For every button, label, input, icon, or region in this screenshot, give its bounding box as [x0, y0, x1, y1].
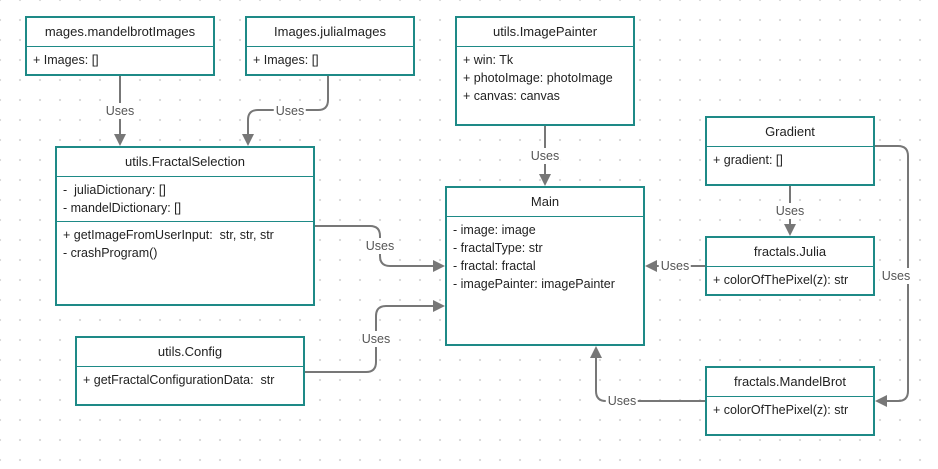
attribute: - imagePainter: imagePainter [453, 277, 615, 291]
arrowhead [114, 134, 126, 146]
class-name: utils.Config [77, 338, 303, 367]
class-name: Main [447, 188, 643, 217]
class-name: Gradient [707, 118, 873, 147]
method: - crashProgram() [63, 246, 158, 260]
class-name: utils.ImagePainter [457, 18, 633, 47]
methods-section: + getImageFromUserInput: str, str, str -… [57, 221, 313, 266]
uses-label: Uses [879, 268, 913, 284]
class-name: fractals.MandelBrot [707, 368, 873, 397]
class-box-main[interactable]: Main - image: image - fractalType: str -… [445, 186, 645, 346]
attributes-section: - juliaDictionary: [] - mandelDictionary… [57, 177, 313, 221]
uses-label: Uses [658, 258, 692, 274]
attributes-section: + win: Tk + photoImage: photoImage + can… [457, 47, 633, 109]
arrowhead [539, 174, 551, 186]
attribute: + Images: [] [33, 53, 99, 67]
uses-label: Uses [103, 103, 137, 119]
class-box-utils-config[interactable]: utils.Config + getFractalConfigurationDa… [75, 336, 305, 406]
attribute: + photoImage: photoImage [463, 71, 613, 85]
attributes-section: + colorOfThePixel(z): str [707, 267, 873, 293]
arrowhead [875, 395, 887, 407]
uses-label: Uses [359, 331, 393, 347]
attribute: + getFractalConfigurationData: str [83, 373, 275, 387]
attribute: - fractalType: str [453, 241, 543, 255]
attribute: - juliaDictionary: [] [63, 183, 166, 197]
arrowhead [645, 260, 657, 272]
class-box-gradient[interactable]: Gradient + gradient: [] [705, 116, 875, 186]
class-box-julia-images[interactable]: Images.juliaImages + Images: [] [245, 16, 415, 76]
attribute: + win: Tk [463, 53, 514, 67]
class-name: utils.FractalSelection [57, 148, 313, 177]
class-box-mandelbrot-images[interactable]: mages.mandelbrotImages + Images: [] [25, 16, 215, 76]
attributes-section: + Images: [] [247, 47, 413, 73]
uses-label: Uses [528, 148, 562, 164]
class-name: mages.mandelbrotImages [27, 18, 213, 47]
class-box-image-painter[interactable]: utils.ImagePainter + win: Tk + photoImag… [455, 16, 635, 126]
class-box-fractal-selection[interactable]: utils.FractalSelection - juliaDictionary… [55, 146, 315, 306]
arrowhead [242, 134, 254, 146]
attribute: + colorOfThePixel(z): str [713, 403, 849, 417]
attributes-section: + getFractalConfigurationData: str [77, 367, 303, 393]
class-name: fractals.Julia [707, 238, 873, 267]
arrowhead [433, 260, 445, 272]
attribute: - mandelDictionary: [] [63, 201, 182, 215]
attribute: - fractal: fractal [453, 259, 536, 273]
attributes-section: + colorOfThePixel(z): str [707, 397, 873, 423]
class-name: Images.juliaImages [247, 18, 413, 47]
uses-label: Uses [273, 103, 307, 119]
class-box-fractals-mandelbrot[interactable]: fractals.MandelBrot + colorOfThePixel(z)… [705, 366, 875, 436]
attribute: + Images: [] [253, 53, 319, 67]
attributes-section: + Images: [] [27, 47, 213, 73]
attribute: + gradient: [] [713, 153, 783, 167]
arrowhead [784, 224, 796, 236]
attribute: + canvas: canvas [463, 89, 560, 103]
method: + getImageFromUserInput: str, str, str [63, 228, 274, 242]
arrowhead [590, 346, 602, 358]
uses-label: Uses [773, 203, 807, 219]
attribute: + colorOfThePixel(z): str [713, 273, 849, 287]
attributes-section: + gradient: [] [707, 147, 873, 173]
uses-label: Uses [363, 238, 397, 254]
arrowhead [433, 300, 445, 312]
class-box-fractals-julia[interactable]: fractals.Julia + colorOfThePixel(z): str [705, 236, 875, 296]
uses-label: Uses [605, 393, 639, 409]
attribute: - image: image [453, 223, 536, 237]
attributes-section: - image: image - fractalType: str - frac… [447, 217, 643, 297]
